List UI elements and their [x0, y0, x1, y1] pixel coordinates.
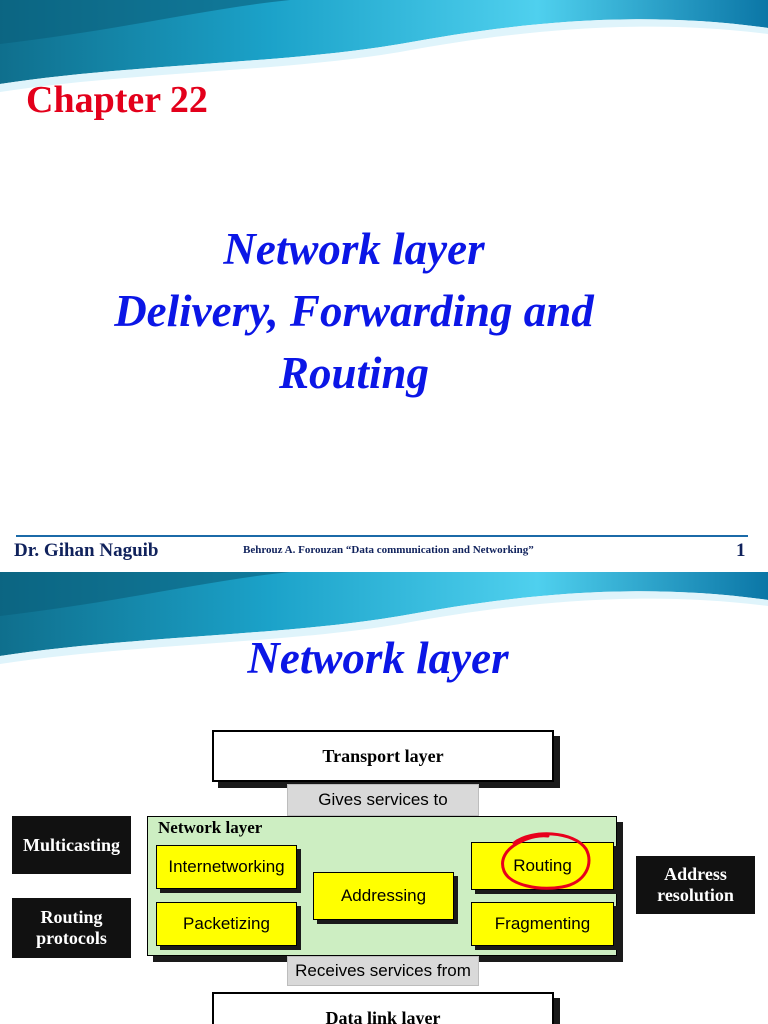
title-line-2: Delivery, Forwarding and — [114, 286, 594, 336]
footer-reference: Behrouz A. Forouzan “Data communication … — [243, 544, 534, 556]
multicasting-label: Multicasting — [23, 834, 120, 855]
address-resolution-label-line-1: Address — [664, 864, 727, 884]
receives-services-label: Receives services from — [287, 956, 479, 986]
title-line-3: Routing — [278, 348, 430, 398]
title-line-1: Network layer — [223, 224, 485, 274]
chapter-title: Chapter 22 — [26, 79, 208, 121]
fragmenting-box: Fragmenting — [471, 902, 614, 946]
network-layer-label: Network layer — [158, 818, 263, 837]
address-resolution-label-line-2: resolution — [657, 885, 734, 905]
footer-author: Dr. Gihan Naguib — [14, 540, 159, 561]
multicasting-box: Multicasting — [12, 816, 131, 874]
slide-1: Chapter 22 Network layer Delivery, Forwa… — [0, 0, 768, 561]
routing-protocols-label-line-1: Routing — [40, 907, 103, 927]
page-number: 1 — [736, 540, 746, 561]
wave-banner-graphic — [0, 0, 768, 92]
routing-highlight-circle — [501, 832, 591, 890]
routing-protocols-label-line-2: protocols — [36, 928, 107, 948]
address-resolution-box: Address resolution — [636, 856, 755, 914]
data-link-layer-box: Data link layer — [212, 992, 554, 1024]
internetworking-box: Internetworking — [156, 845, 297, 889]
packetizing-box: Packetizing — [156, 902, 297, 946]
routing-box: Routing — [471, 842, 614, 890]
slide-title: Network layer — [247, 633, 509, 683]
data-link-layer-label: Data link layer — [325, 1008, 441, 1024]
routing-protocols-box: Routing protocols — [12, 898, 131, 958]
wave-banner-graphic — [0, 572, 768, 664]
slide-2: Network layer Transport layer Gives serv… — [0, 572, 768, 1024]
transport-layer-label: Transport layer — [322, 745, 444, 766]
footer-divider — [16, 535, 748, 537]
addressing-box: Addressing — [313, 872, 454, 920]
transport-layer-box: Transport layer — [212, 730, 554, 782]
gives-services-label: Gives services to — [287, 784, 479, 816]
